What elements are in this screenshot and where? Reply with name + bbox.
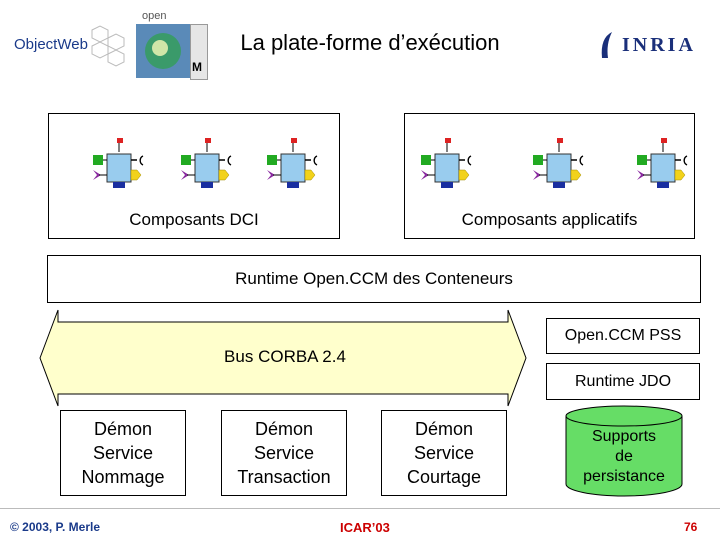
daemon-courtage-line2: Service [413,443,475,463]
app-components [421,138,688,188]
bus-label: Bus CORBA 2.4 [224,347,346,366]
daemon-transaction-line3: Transaction [237,467,331,487]
group-applicatifs: Composants applicatifs [404,113,695,239]
jdo-box: Runtime JDO [546,363,700,400]
group-dci: Composants DCI [48,113,340,239]
daemon-nommage-line2: Service [92,443,154,463]
footer-copyright: © 2003, P. Merle [10,520,101,534]
runtime-box: Runtime Open.CCM des Conteneurs [47,255,701,303]
inria-logo: INRIA [598,30,708,64]
dci-components [93,138,318,188]
openccm-logo-top: open [142,10,167,22]
jdo-label: Runtime JDO [574,372,672,390]
group-dci-label: Composants DCI [129,210,259,229]
daemon-nommage-line1: Démon [93,419,153,439]
openccm-logo-side [190,24,208,80]
storage-line1: Supports [591,428,657,445]
runtime-label: Runtime Open.CCM des Conteneurs [235,269,513,288]
daemon-transaction: Démon Service Transaction [221,410,347,496]
component-icon [533,138,584,188]
storage-label: Supports de persistance [564,427,684,487]
page-title: La plate-forme d’exécution [240,30,500,55]
storage-line3: persistance [583,468,665,485]
component-icon [181,138,232,188]
bus-arrow [39,309,527,407]
footer-page-number: 76 [684,520,698,534]
storage-line2: de [615,448,633,465]
inria-logo-text: INRIA [622,34,696,56]
openccm-logo-image [136,24,190,78]
openccm-logo: open M [132,10,210,80]
daemon-courtage: Démon Service Courtage [381,410,507,496]
objectweb-logo: ObjectWeb [10,22,130,72]
footer-divider [0,508,720,509]
daemon-nommage: Démon Service Nommage [60,410,186,496]
daemon-nommage-line3: Nommage [81,467,165,487]
objectweb-logo-text: ObjectWeb [14,36,88,53]
footer-center: ICAR’03 [340,520,390,535]
daemon-transaction-line1: Démon [254,419,314,439]
daemon-courtage-line3: Courtage [406,467,482,487]
openccm-logo-badge: M [192,60,202,74]
storage-cylinder [565,405,683,497]
component-icon [93,138,144,188]
daemon-transaction-line2: Service [253,443,315,463]
objectweb-logo-graphic [91,25,125,67]
pss-box: Open.CCM PSS [546,318,700,354]
component-icon [637,138,688,188]
pss-label: Open.CCM PSS [564,327,682,344]
inria-logo-mark [601,32,612,58]
daemon-courtage-line1: Démon [414,419,474,439]
component-icon [421,138,472,188]
group-applicatifs-label: Composants applicatifs [461,210,638,229]
component-icon [267,138,318,188]
